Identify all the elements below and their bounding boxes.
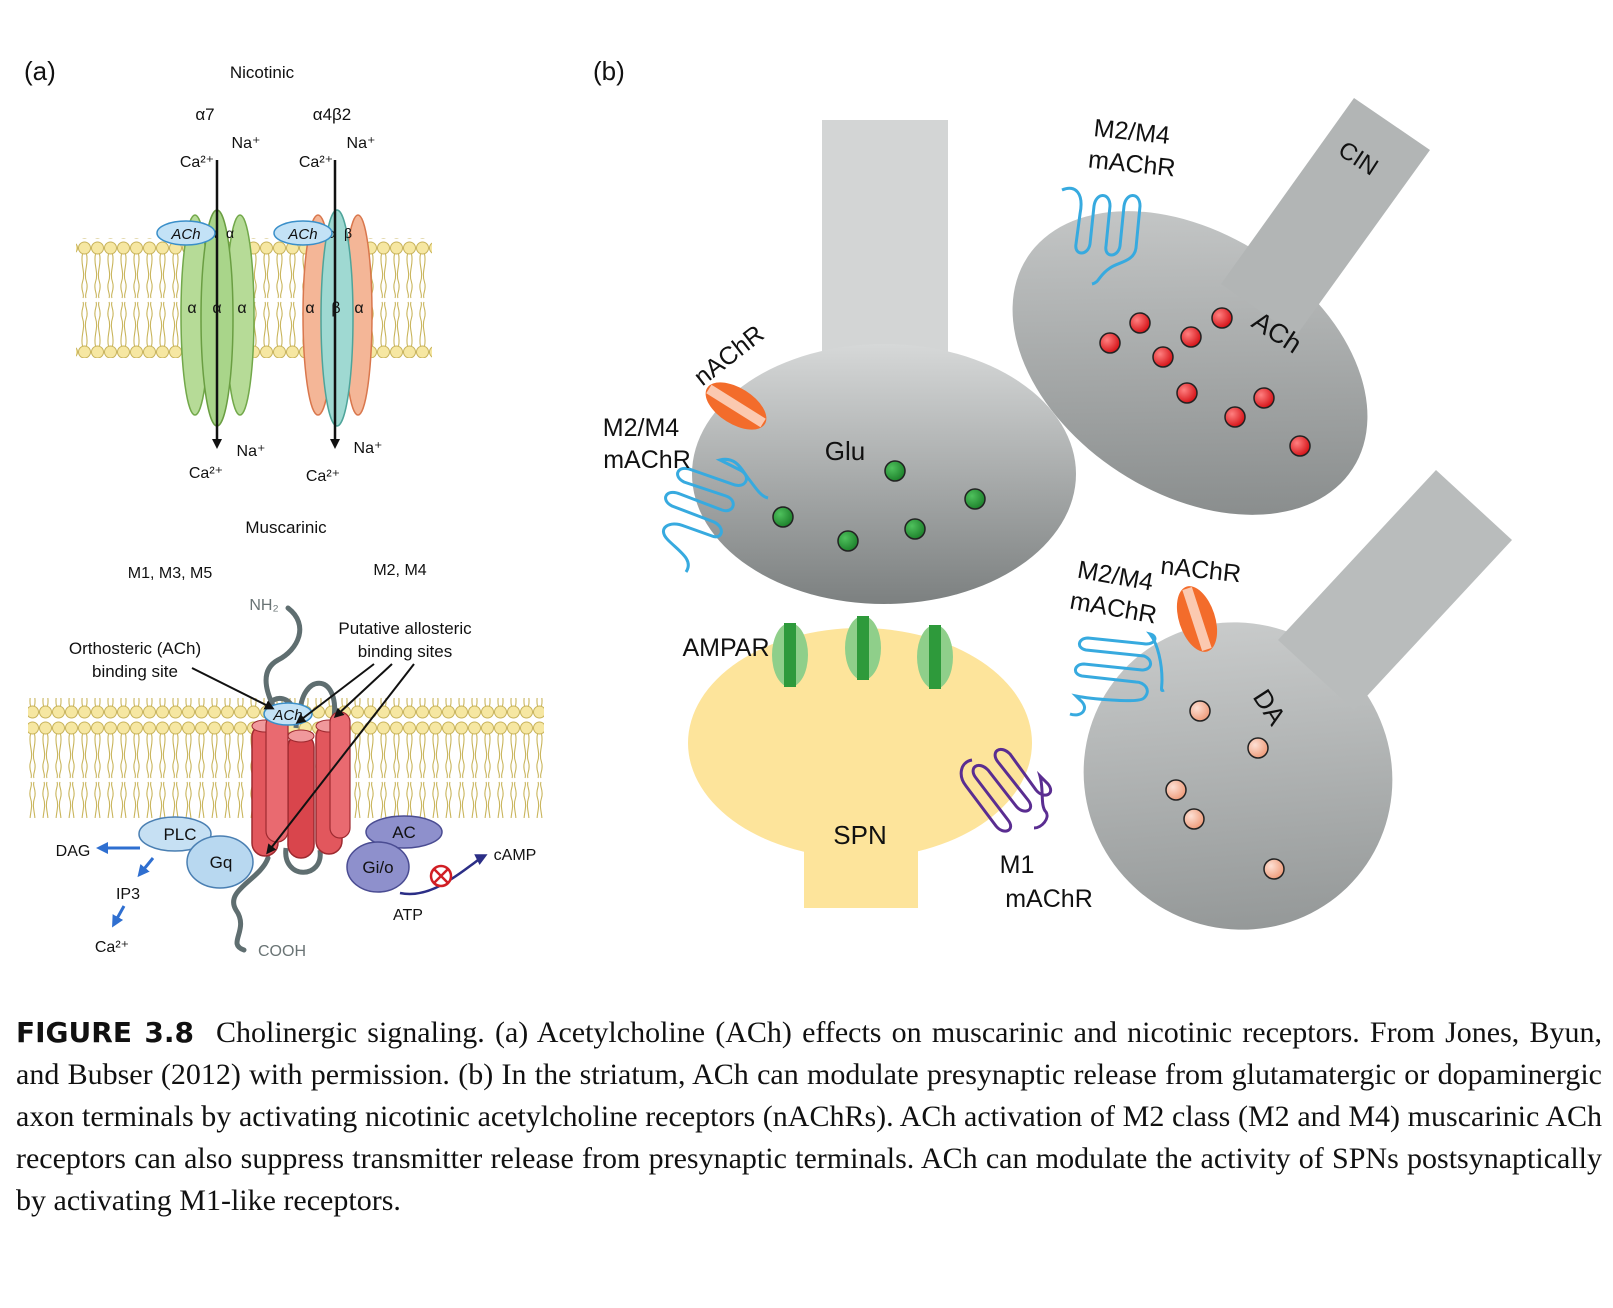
ca-arrow [112, 905, 126, 928]
alpha7-ach-label: ACh [170, 226, 200, 243]
ampar-label: AMPAR [682, 634, 769, 662]
a4b2-ach-label: ACh [287, 226, 317, 243]
a4b2-na-bottom: Na⁺ [354, 440, 383, 457]
plc-enzyme [138, 816, 212, 852]
nicotinic-section: Nicotinic α7 α4β2 α α α α α ACh [76, 63, 432, 485]
gq-protein [186, 835, 254, 889]
cin-m2m4-label-line2: mAChR [1087, 146, 1177, 183]
caption-text: Cholinergic signaling. (a) Acetylcholine… [16, 1016, 1602, 1217]
alpha7-label: α7 [195, 105, 214, 124]
panel-a: (a) Nicotinic α7 α4β2 α α α α α ACh [24, 56, 544, 960]
atp-camp-arrow [399, 854, 488, 896]
gio-protein [346, 841, 410, 893]
alpha7-ca-bottom: Ca²⁺ [189, 465, 223, 482]
glu-terminal: Glu nAChR M2/M4 mAChR [603, 120, 1076, 604]
ip3-label: IP3 [116, 886, 140, 903]
gio-pathway: AC Gi/o cAMP ATP [346, 815, 537, 924]
figure-diagram: (a) Nicotinic α7 α4β2 α α α α α ACh [24, 56, 1512, 960]
orthosteric-arrow [191, 667, 275, 710]
alpha7-ca-top: Ca²⁺ [180, 154, 214, 171]
alpha4beta2-channel: α β α α β ACh [273, 209, 373, 427]
gpcr-intracellular-loops [283, 847, 323, 875]
da-vesicles [1165, 700, 1285, 880]
spn-label: SPN [833, 820, 886, 850]
glu-m2m4-label-line2: mAChR [603, 446, 691, 474]
muscarinic-title: Muscarinic [245, 518, 327, 537]
cin-terminal: CIN ACh M2/M4 mAChR [1012, 98, 1430, 515]
alpha7-sub-a1: α [187, 300, 196, 317]
glu-vesicles [772, 460, 986, 552]
inhibition-icon [429, 864, 453, 888]
nicotinic-title: Nicotinic [230, 63, 295, 82]
nh2-label: NH₂ [249, 597, 278, 614]
dag-label: DAG [56, 843, 91, 860]
alpha7-sub-a3: α [237, 300, 246, 317]
spn-m1-receptor [959, 748, 1053, 833]
gio-label: Gi/o [362, 858, 393, 877]
alpha7-na-bottom: Na⁺ [237, 443, 266, 460]
ampar-channels [772, 616, 953, 689]
muscarinic-receptor [251, 711, 351, 859]
camp-label: cAMP [494, 847, 537, 864]
allosteric-label-line2: binding sites [358, 642, 453, 661]
a4b2-ca-top: Ca²⁺ [299, 154, 333, 171]
panel-b-label: (b) [593, 56, 625, 86]
allosteric-arrow-1 [295, 663, 375, 724]
glu-m2m4-label-line1: M2/M4 [603, 414, 680, 442]
gq-label: Gq [210, 853, 233, 872]
a4b2-ach-oval [273, 220, 333, 246]
orthosteric-label-line2: binding site [92, 662, 178, 681]
cooh-label: COOH [258, 943, 306, 960]
m1-label-line1: M1 [1000, 851, 1035, 879]
ca-released-label: Ca²⁺ [95, 939, 129, 956]
allosteric-arrow-2 [333, 663, 393, 719]
da-nachr-label: nAChR [1159, 552, 1242, 588]
panel-a-label: (a) [24, 56, 56, 86]
plc-label: PLC [163, 825, 196, 844]
gpcr-n-terminus [263, 605, 303, 715]
gpcr-ach-label: ACh [272, 707, 302, 724]
da-nachr-channel [1176, 586, 1218, 652]
glu-label: Glu [825, 436, 865, 466]
a4b2-ca-bottom: Ca²⁺ [306, 468, 340, 485]
da-terminal: DA nAChR M2/M4 mAChR [1068, 470, 1512, 930]
m24-label: M2, M4 [373, 562, 426, 579]
a4b2-sub-a2: α [354, 300, 363, 317]
allosteric-label-line1: Putative allosteric [338, 619, 472, 638]
spn-cell: SPN AMPAR M1 mAChR [682, 616, 1093, 913]
m135-label: M1, M3, M5 [128, 565, 213, 582]
glu-nachr-channel [705, 382, 767, 430]
a4b2-sub-a1: α [305, 300, 314, 317]
ip3-arrow [137, 857, 155, 878]
m1-label-line2: mAChR [1005, 885, 1093, 913]
a4b2-na-top: Na⁺ [347, 135, 376, 152]
alpha7-ach-oval [156, 220, 216, 246]
panel-b: (b) CIN ACh M2/M4 mAChR [593, 56, 1512, 930]
cin-m2m4-receptor [1061, 186, 1142, 286]
alpha4beta2-label: α4β2 [313, 105, 352, 124]
muscarinic-section: Muscarinic M1, M3, M5 M2, M4 ACh [28, 518, 544, 960]
ac-enzyme [365, 815, 443, 849]
orthosteric-label-line1: Orthosteric (ACh) [69, 639, 201, 658]
da-m2m4-receptor [1069, 631, 1165, 717]
glu-m2m4-receptor [661, 457, 769, 573]
gpcr-c-terminus [231, 855, 271, 953]
ac-label: AC [392, 823, 416, 842]
ach-vesicles [1099, 307, 1311, 457]
a4b2-top-b: β [344, 225, 352, 241]
caption-label: FIGURE 3.8 [16, 1016, 194, 1049]
allosteric-arrow-3 [266, 663, 415, 855]
atp-label: ATP [393, 907, 423, 924]
alpha7-na-top: Na⁺ [232, 135, 261, 152]
alpha7-top-a2: α [226, 225, 234, 241]
cin-m2m4-label-line1: M2/M4 [1092, 114, 1171, 150]
gq-pathway: PLC Gq DAG IP3 Ca²⁺ [56, 816, 254, 956]
